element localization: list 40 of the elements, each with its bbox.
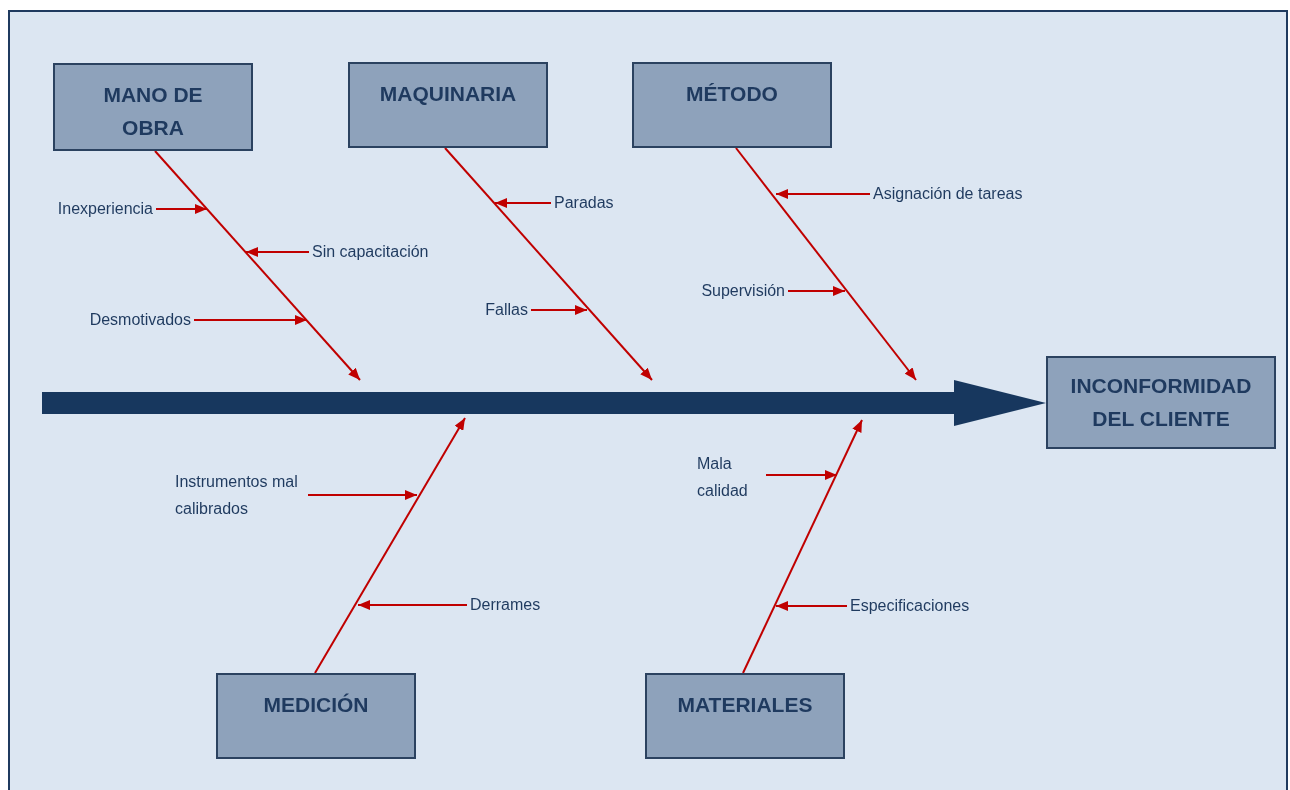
branch-arrow [742,419,863,674]
cause-label: Derrames [470,591,541,619]
category-label: INCONFORMIDAD DEL CLIENTE [1069,372,1253,432]
category-label: MEDICIÓN [263,692,369,718]
cause-arrow [307,490,418,500]
cause-label: Fallas [485,296,528,324]
cause-arrow [787,286,846,296]
cause-arrow [775,189,871,199]
cause-label: Asignación de tareas [873,180,1023,208]
cause-label: Desmotivados [89,306,191,334]
category-box [645,673,845,759]
category-label: MAQUINARIA [379,81,517,107]
category-label: MATERIALES [677,692,813,718]
cause-arrow [494,198,552,208]
cause-arrow [530,305,588,315]
branch-arrow [314,417,466,674]
cause-label: Inexperiencia [57,195,153,223]
cause-label: Sin capacitación [312,238,429,266]
cause-arrow [357,600,468,610]
cause-arrow [155,204,208,214]
category-box [53,63,253,151]
cause-arrow [775,601,848,611]
branch-arrow [444,147,653,381]
cause-label: Supervisión [701,277,785,305]
cause-label: Especificaciones [850,592,970,620]
category-label: MANO DE OBRA [102,82,204,141]
category-box [1046,356,1276,449]
cause-label: Mala calidad [697,449,763,505]
cause-arrow [245,247,310,257]
cause-label: Instrumentos mal calibrados [175,467,305,523]
cause-arrow [765,470,838,480]
category-box [216,673,416,759]
spine-arrow [42,380,1046,426]
category-box [632,62,832,148]
branch-arrow [735,147,917,381]
branch-arrow [154,150,361,381]
cause-arrow [193,315,308,325]
cause-label: Paradas [554,189,614,217]
category-label: MÉTODO [686,81,778,107]
category-box [348,62,548,148]
